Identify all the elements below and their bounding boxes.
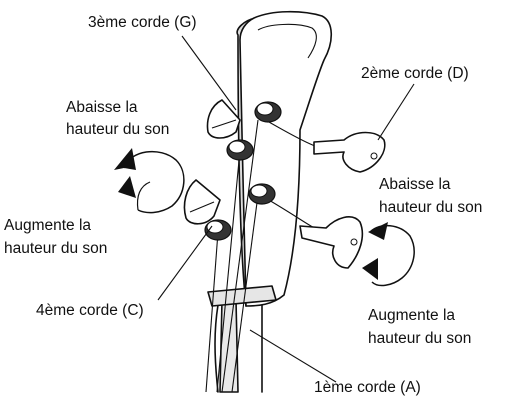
tuning-key-left-lower (184, 180, 220, 224)
tuning-key-left-upper (208, 100, 240, 138)
label-string-d: 2ème corde (D) (361, 65, 469, 82)
label-left-raise-pitch-2: hauteur du son (4, 240, 107, 257)
rotation-arrow-left-lower-pitch (114, 148, 184, 213)
tuning-post-d (227, 140, 253, 160)
label-right-raise-pitch-2: hauteur du son (368, 330, 471, 347)
tuning-post-a (249, 184, 275, 204)
rotation-arrow-right-raise-pitch (362, 258, 378, 280)
label-string-a: 1ème corde (A) (314, 379, 421, 396)
label-right-raise-pitch-1: Augmente la (368, 307, 455, 324)
label-left-raise-pitch-1: Augmente la (4, 217, 91, 234)
label-left-lower-pitch-2: hauteur du son (66, 121, 169, 138)
label-left-lower-pitch-1: Abaisse la (66, 99, 138, 116)
headstock (208, 12, 331, 306)
label-string-c: 4ème corde (C) (36, 302, 144, 319)
label-right-lower-pitch-2: hauteur du son (379, 199, 482, 216)
tuning-post-g (255, 102, 281, 122)
label-right-lower-pitch-1: Abaisse la (379, 176, 451, 193)
label-string-g: 3ème corde (G) (88, 14, 197, 31)
tuning-key-right-upper (314, 133, 385, 173)
